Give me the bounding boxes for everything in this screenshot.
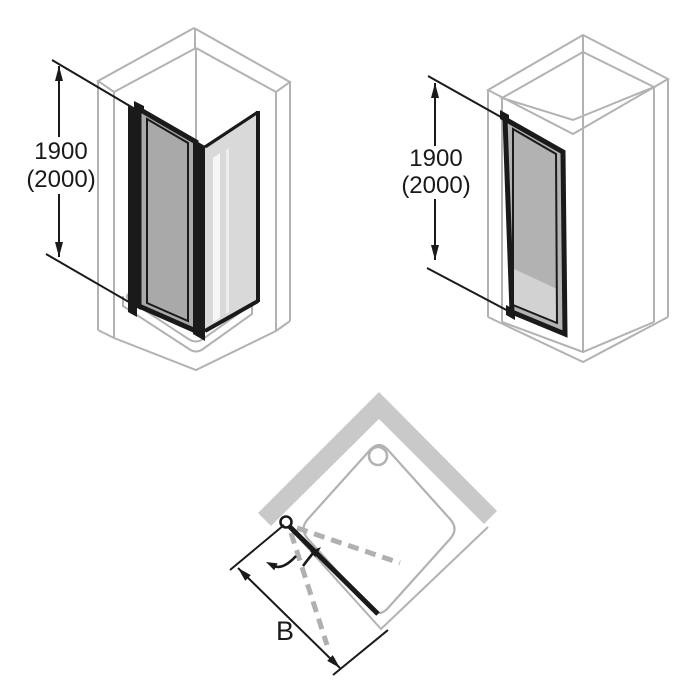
side-panel-highlight-2: [226, 148, 229, 314]
height-value-secondary: (2000): [401, 172, 470, 199]
side-panel-bottom-rail: [204, 299, 259, 333]
plan-door-leaf: [287, 524, 380, 616]
tray-apron: [122, 296, 253, 353]
height-value-secondary: (2000): [26, 166, 95, 193]
width-value: B: [276, 616, 294, 646]
extension-line-top: [51, 59, 141, 113]
rim-outer: [485, 33, 671, 136]
arrow-se-icon: [327, 655, 340, 668]
extension-line-top: [229, 524, 285, 571]
corner-post: [193, 139, 205, 341]
walls-outline: [96, 27, 292, 372]
side-panel-top-rail: [204, 110, 259, 149]
pivot-door: [128, 101, 205, 341]
bottom-inner-edge: [501, 321, 655, 354]
door-wall-post: [128, 106, 137, 317]
plan-view-figure: B: [229, 392, 497, 676]
plan-drain-icon: [367, 445, 389, 467]
niche-door-inner-frame: [512, 127, 559, 325]
swing-arrow-inward-head: [310, 547, 321, 558]
swing-arrow-inward: [301, 551, 315, 567]
niche-pivot-door: [500, 110, 568, 338]
arrow-down-icon: [431, 245, 439, 260]
width-dimension: B: [229, 524, 389, 676]
arrow-nw-icon: [238, 568, 251, 581]
height-value-primary: 1900: [409, 145, 462, 172]
side-panel: [204, 110, 260, 333]
swing-arrow-outward-head: [266, 562, 278, 571]
swing-arrow-outward: [273, 555, 297, 569]
extension-line-bottom: [426, 267, 515, 315]
corner-shower-figure: 1900 (2000): [26, 27, 292, 372]
wall-band: [258, 392, 497, 526]
arrow-down-icon: [55, 242, 63, 257]
door-inner-frame: [146, 117, 189, 323]
arrow-up-icon: [431, 83, 439, 98]
swing-open-inward: [296, 525, 401, 566]
swing-open-outward: [288, 532, 330, 646]
niche-door-light-band: [512, 268, 558, 325]
side-panel-highlight: [213, 153, 220, 322]
side-panel-glass: [205, 112, 258, 331]
height-dimension-right: 1900 (2000): [401, 75, 515, 315]
height-dimension-left: 1900 (2000): [26, 59, 142, 310]
extension-line-bottom: [45, 253, 142, 310]
extension-line-top: [427, 75, 509, 122]
arrow-up-icon: [55, 66, 63, 81]
niche-walls-outline: [485, 33, 671, 364]
extension-line-bottom: [332, 629, 389, 676]
enclosure-front-edges: [287, 525, 489, 631]
height-value-primary: 1900: [34, 138, 87, 165]
door-swing-positions: [288, 525, 401, 646]
bottom-outer-edge: [487, 316, 669, 364]
niche-door-figure: 1900 (2000): [401, 33, 671, 364]
swing-arrows: [266, 547, 321, 571]
dimension-line: [237, 567, 341, 669]
